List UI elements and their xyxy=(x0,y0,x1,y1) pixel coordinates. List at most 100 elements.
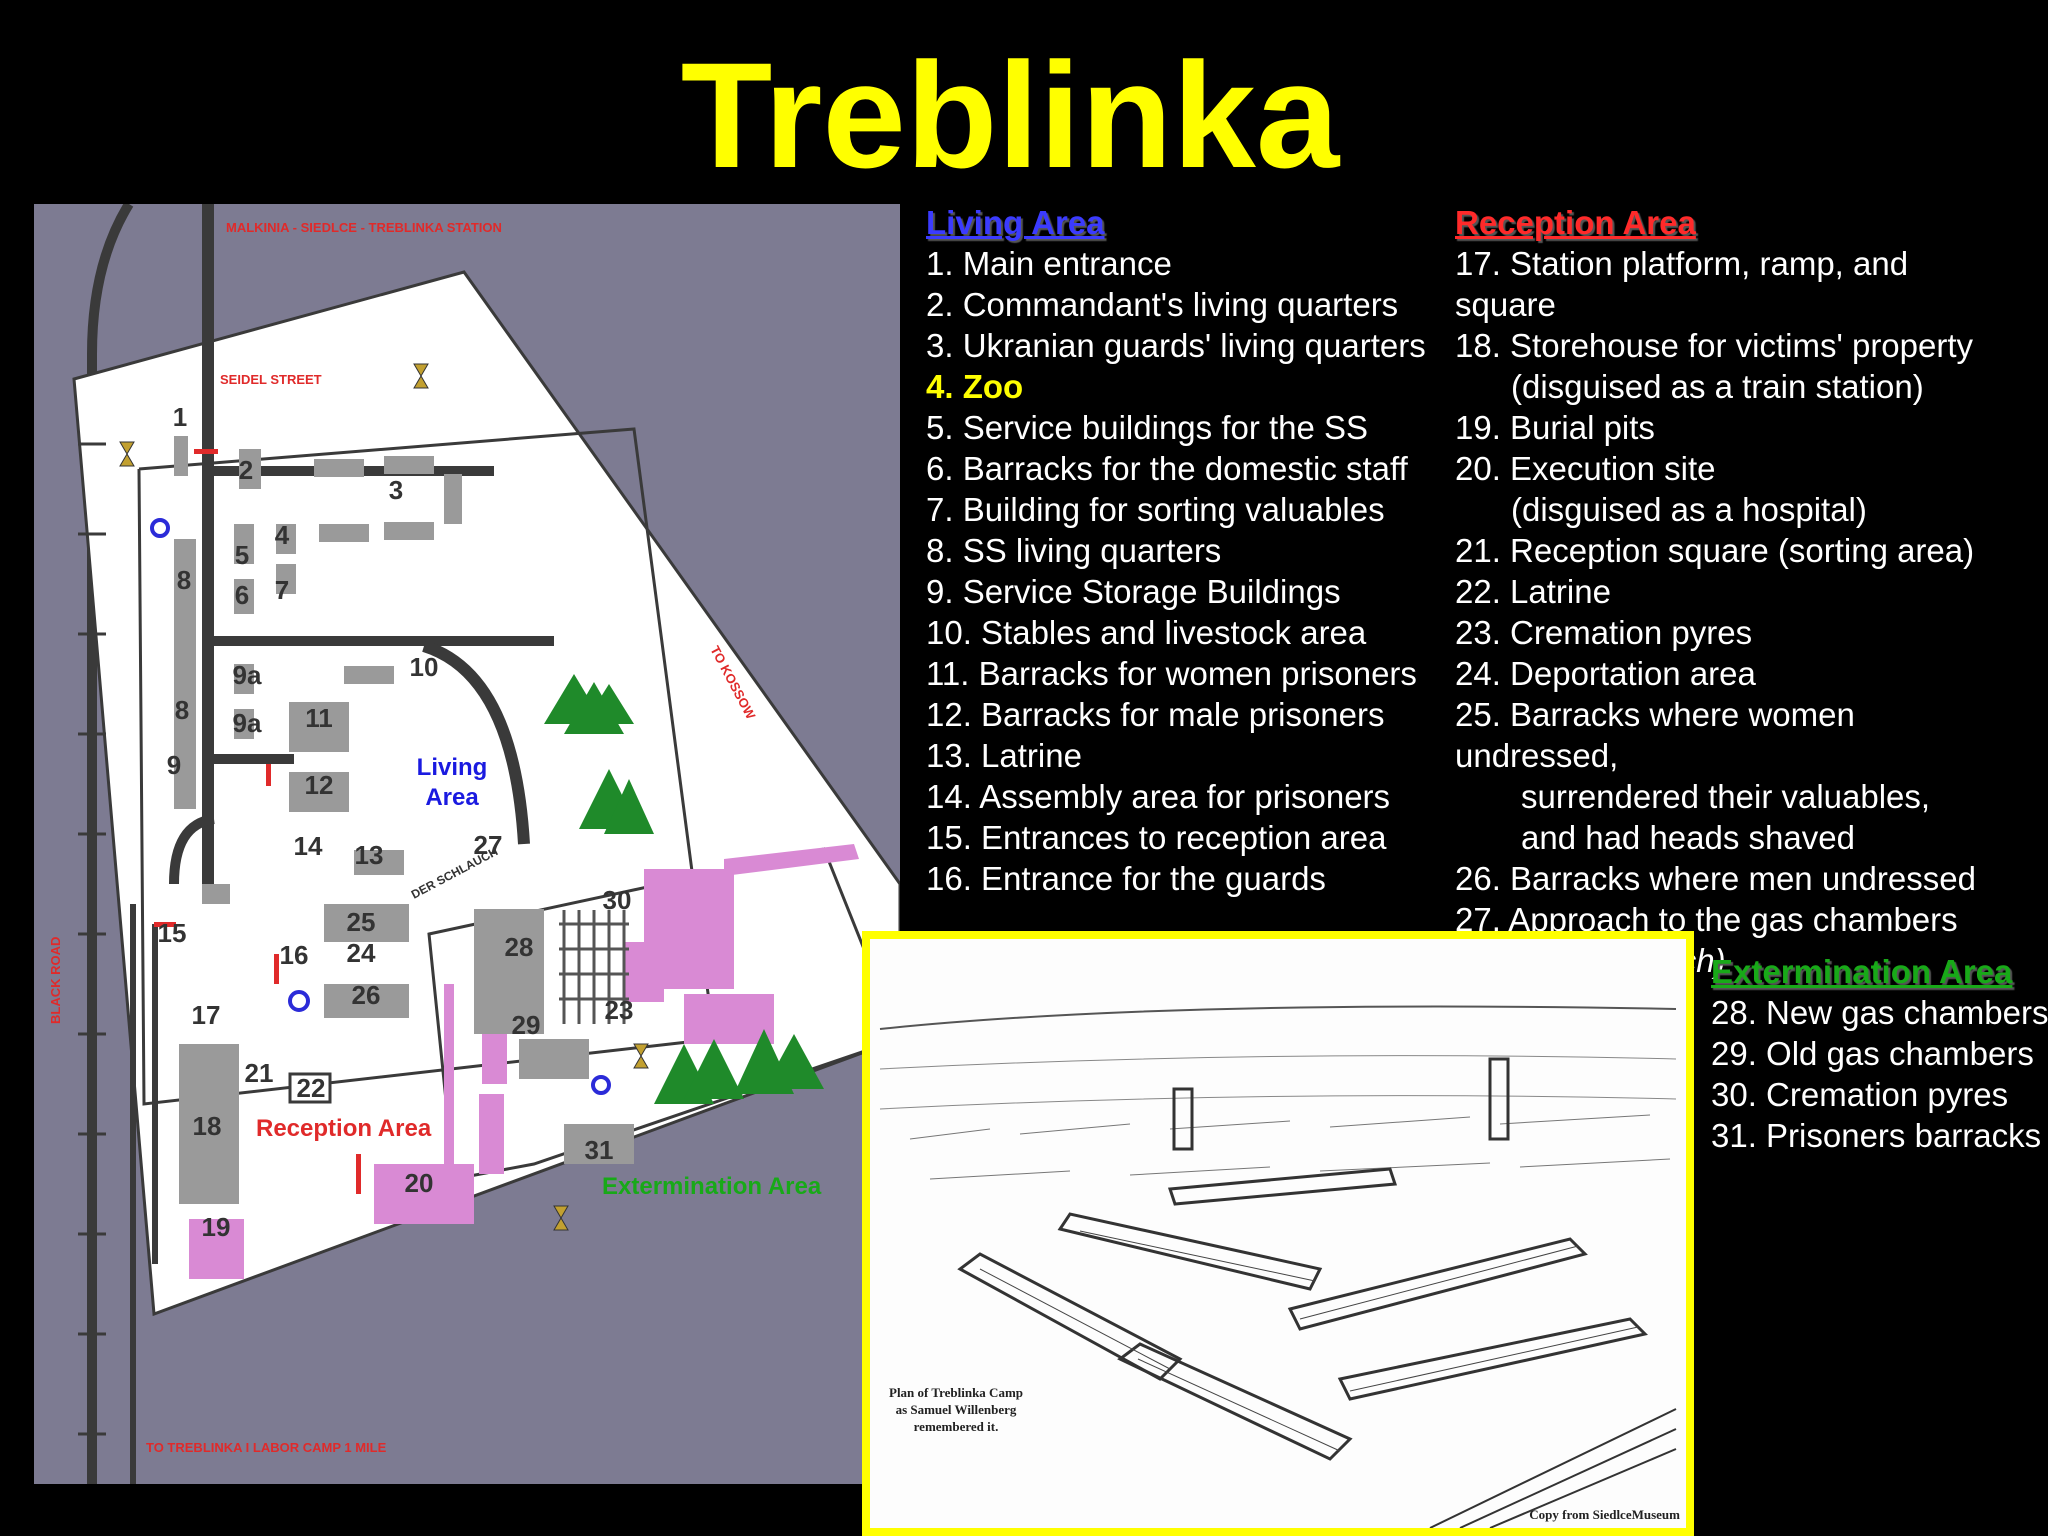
living-item: 2. Commandant's living quarters xyxy=(926,286,1399,323)
living-item: 3. Ukranian guards' living quarters xyxy=(926,327,1426,364)
trees xyxy=(544,674,824,1104)
sketch-horizon xyxy=(879,1005,1677,1030)
sketch-rails xyxy=(1429,1408,1677,1528)
extermination-heading: Extermination Area xyxy=(1711,953,2013,990)
reception-line: 17. Station platform, ramp, and xyxy=(1455,245,1909,282)
rail-line xyxy=(152,924,158,1264)
map-number-8: 8 xyxy=(175,695,189,725)
living-item: 6. Barracks for the domestic staff xyxy=(926,450,1408,487)
living-item: 11. Barracks for women prisoners xyxy=(926,655,1417,692)
living-item: 8. SS living quarters xyxy=(926,532,1222,569)
camp-map: MALKINIA - SIEDLCE - TREBLINKA STATION S… xyxy=(34,204,900,1484)
reception-line: (disguised as a train station) xyxy=(1511,368,1924,405)
living-item-zoo: 4. Zoo xyxy=(926,368,1024,405)
living-item: 9. Service Storage Buildings xyxy=(926,573,1341,610)
living-item: 16. Entrance for the guards xyxy=(926,860,1326,897)
living-item: 1. Main entrance xyxy=(926,245,1172,282)
living-item: 13. Latrine xyxy=(926,737,1082,774)
living-legend: Living Area 1. Main entrance 2. Commanda… xyxy=(926,202,1426,899)
sketch-caption-3: remembered it. xyxy=(914,1419,999,1434)
reception-line: 21. Reception square (sorting area) xyxy=(1455,532,1975,569)
road-curve xyxy=(169,814,215,885)
street-label: SEIDEL STREET xyxy=(220,372,322,387)
map-number-10: 10 xyxy=(410,652,439,682)
living-item: 14. Assembly area for prisoners xyxy=(926,778,1391,815)
map-number-7: 7 xyxy=(275,575,289,605)
map-number-22: 22 xyxy=(297,1073,326,1103)
map-number-12: 12 xyxy=(305,770,334,800)
sketch-line xyxy=(879,1055,1677,1070)
map-number-8: 8 xyxy=(177,565,191,595)
road-seg xyxy=(214,636,554,646)
map-number-24: 24 xyxy=(347,938,376,968)
reception-line: 24. Deportation area xyxy=(1455,655,1756,692)
reception-legend: Reception Area 17. Station platform, ram… xyxy=(1455,202,1976,981)
road-seg xyxy=(214,754,294,764)
latrine-22 xyxy=(288,1072,332,1104)
extermination-legend: Extermination Area 28. New gas chambers … xyxy=(1711,951,2048,1156)
map-number-6: 6 xyxy=(235,580,249,610)
pink-areas xyxy=(189,844,859,1279)
map-number-30: 30 xyxy=(603,885,632,915)
towers xyxy=(119,363,649,1231)
reception-line: (disguised as a hospital) xyxy=(1511,491,1867,528)
living-area-label-2: Area xyxy=(425,784,479,811)
map-number-15: 15 xyxy=(158,918,187,948)
map-number-2: 2 xyxy=(239,455,253,485)
sketch-barracks xyxy=(957,1167,1648,1461)
rail-line xyxy=(130,904,136,1484)
slide-title: Treblinka xyxy=(680,31,1340,199)
rail-ties xyxy=(78,442,106,1436)
map-number-19: 19 xyxy=(202,1212,231,1242)
reception-line: 18. Storehouse for victims' property xyxy=(1455,327,1974,364)
map-number-17: 17 xyxy=(192,1000,221,1030)
pyres-23 xyxy=(559,910,629,1024)
sketch-caption-1: Plan of Treblinka Camp xyxy=(889,1385,1023,1400)
map-number-13: 13 xyxy=(355,840,384,870)
map-number-5: 5 xyxy=(235,540,249,570)
reception-line: and had heads shaved xyxy=(1521,819,1855,856)
reception-heading: Reception Area xyxy=(1455,204,1696,241)
reception-line: surrendered their valuables, xyxy=(1521,778,1931,815)
extermination-item: 29. Old gas chambers xyxy=(1711,1035,2034,1072)
top-road-label: MALKINIA - SIEDLCE - TREBLINKA STATION xyxy=(226,220,502,235)
buildings xyxy=(174,436,634,1204)
reception-line: 20. Execution site xyxy=(1455,450,1716,487)
railway-left xyxy=(87,204,134,1484)
map-number-20: 20 xyxy=(405,1168,434,1198)
living-item: 15. Entrances to reception area xyxy=(926,819,1387,856)
bottom-road-label: TO TREBLINKA I LABOR CAMP 1 MILE xyxy=(146,1440,387,1455)
extermination-item: 30. Cremation pyres xyxy=(1711,1076,2009,1113)
entrance-circles xyxy=(150,518,611,1095)
reception-line: 25. Barracks where women xyxy=(1455,696,1855,733)
map-number-29: 29 xyxy=(512,1010,541,1040)
reception-line: 23. Cremation pyres xyxy=(1455,614,1753,651)
extermination-area-label: Extermination Area xyxy=(602,1173,822,1200)
map-number-18: 18 xyxy=(193,1111,222,1141)
reception-line: 26. Barracks where men undressed xyxy=(1455,860,1976,897)
living-item: 7. Building for sorting valuables xyxy=(926,491,1385,528)
map-number-3: 3 xyxy=(389,475,403,505)
extermination-item: 28. New gas chambers xyxy=(1711,994,2048,1031)
station-road xyxy=(202,204,214,904)
reception-area-label: Reception Area xyxy=(256,1115,432,1142)
sketch-frame: Plan of Treblinka Camp as Samuel Willenb… xyxy=(862,931,1694,1536)
reception-line: 22. Latrine xyxy=(1455,573,1611,610)
map-number-9: 9 xyxy=(167,750,181,780)
map-number-21: 21 xyxy=(245,1058,274,1088)
map-number-9a: 9a xyxy=(233,708,262,738)
living-item: 12. Barracks for male prisoners xyxy=(926,696,1385,733)
sketch-credit: Copy from SiedlceMuseum xyxy=(1529,1507,1680,1522)
sketch-caption-2: as Samuel Willenberg xyxy=(896,1402,1017,1417)
map-number-14: 14 xyxy=(294,831,323,861)
map-number-9a: 9a xyxy=(233,660,262,690)
map-number-4: 4 xyxy=(275,520,290,550)
left-road-label: BLACK ROAD xyxy=(48,937,63,1024)
sketch-bg xyxy=(870,939,1686,1528)
map-number-31: 31 xyxy=(585,1135,614,1165)
map-number-28: 28 xyxy=(505,932,534,962)
map-number-16: 16 xyxy=(280,940,309,970)
reception-line: square xyxy=(1455,286,1556,323)
living-item: 5. Service buildings for the SS xyxy=(926,409,1369,446)
